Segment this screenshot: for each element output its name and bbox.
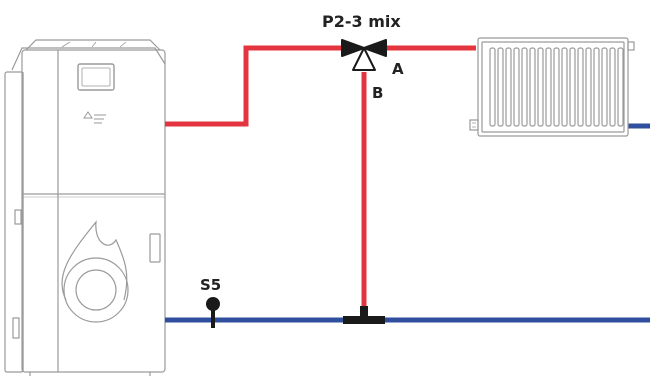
radiator-fin	[513, 47, 520, 127]
radiator-fin	[617, 47, 624, 127]
radiator-fin	[529, 47, 536, 127]
radiator	[469, 37, 635, 137]
radiator-fin	[577, 47, 584, 127]
radiator-fin	[569, 47, 576, 127]
three-way-valve-icon	[341, 39, 387, 71]
radiator-fin	[545, 47, 552, 127]
radiator-fin	[593, 47, 600, 127]
return-pipe	[165, 123, 650, 323]
port-b-label: B	[372, 84, 383, 102]
radiator-fins	[489, 47, 624, 127]
radiator-fin	[489, 47, 496, 127]
brand-logo-icon	[83, 111, 106, 124]
radiator-fin	[561, 47, 568, 127]
supply-pipe	[165, 45, 476, 313]
radiator-fin	[601, 47, 608, 127]
radiator-fin	[505, 47, 512, 127]
port-a-label: A	[392, 60, 404, 78]
radiator-fin	[585, 47, 592, 127]
boiler	[4, 39, 166, 376]
sensor-label: S5	[200, 276, 221, 294]
door-handle	[149, 233, 161, 263]
radiator-fin	[609, 47, 616, 127]
radiator-fin	[521, 47, 528, 127]
display-screen	[77, 63, 115, 91]
temperature-sensor-s5	[206, 297, 220, 328]
tee-fitting	[343, 306, 385, 324]
radiator-fin	[497, 47, 504, 127]
flame-icon	[61, 220, 129, 323]
valve-label: P2-3 mix	[322, 12, 401, 31]
radiator-fin	[537, 47, 544, 127]
radiator-fin	[553, 47, 560, 127]
